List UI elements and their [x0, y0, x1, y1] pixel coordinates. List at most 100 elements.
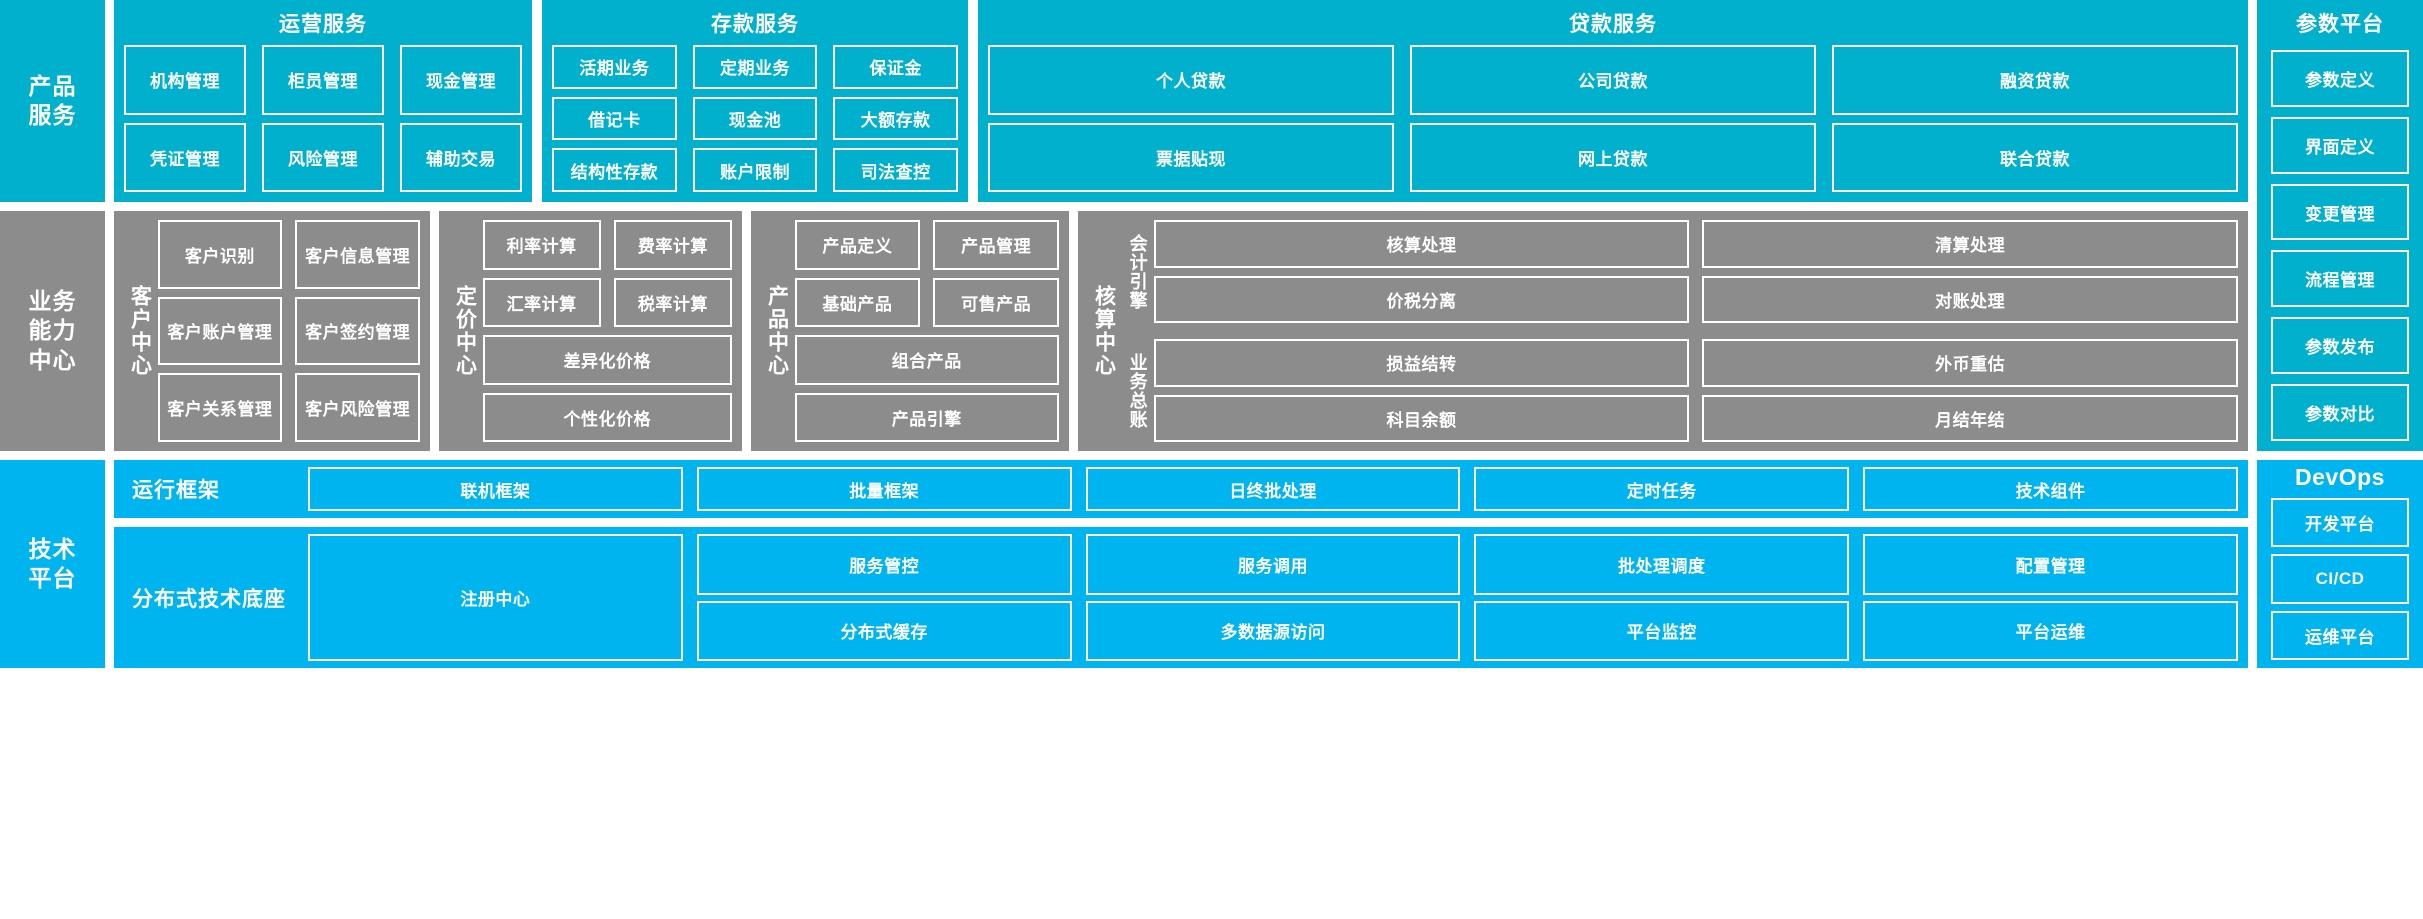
service-item[interactable]: 柜员管理	[262, 45, 384, 115]
parameter-item[interactable]: 参数发布	[2271, 317, 2409, 375]
capability-item[interactable]: 可售产品	[933, 277, 1059, 327]
panel-parameter-platform: 参数平台 参数定义 界面定义 变更管理 流程管理 参数发布 参数对比	[2257, 0, 2423, 451]
service-item[interactable]: 风险管理	[262, 122, 384, 192]
parameter-item[interactable]: 流程管理	[2271, 250, 2409, 308]
capability-item[interactable]: 科目余额	[1153, 394, 1690, 442]
parameter-platform-title: 参数平台	[2296, 13, 2384, 36]
parameter-item[interactable]: 界面定义	[2271, 116, 2409, 174]
distributed-foundation-items: 注册中心 服务管控 服务调用 批处理调度 配置管理 分布式缓存 多数据源访问 平…	[308, 534, 2238, 661]
capability-item[interactable]: 客户签约管理	[295, 296, 420, 366]
business-ledger-grid: 损益结转 外币重估 科目余额 月结年结	[1153, 339, 2238, 442]
strip-runtime-framework: 运行框架 联机框架 批量框架 日终批处理 定时任务 技术组件	[114, 460, 2248, 518]
parameter-item[interactable]: 变更管理	[2271, 183, 2409, 241]
tech-item[interactable]: 技术组件	[1863, 467, 2238, 511]
tech-item[interactable]: 配置管理	[1863, 534, 2238, 595]
capability-item[interactable]: 产品定义	[794, 220, 921, 270]
service-item[interactable]: 保证金	[833, 45, 958, 89]
service-item[interactable]: 结构性存款	[552, 148, 677, 192]
service-item[interactable]: 账户限制	[692, 148, 818, 192]
rail-label-product-services: 产品服务	[28, 72, 77, 128]
parameter-item[interactable]: 参数定义	[2271, 50, 2409, 107]
service-item[interactable]: 公司贷款	[1410, 45, 1816, 115]
devops-item[interactable]: 开发平台	[2271, 498, 2409, 548]
tech-item[interactable]: 平台运维	[1863, 600, 2238, 661]
runtime-framework-items: 联机框架 批量框架 日终批处理 定时任务 技术组件	[308, 467, 2238, 511]
capability-item[interactable]: 产品管理	[933, 220, 1059, 270]
group-operation-services: 运营服务 机构管理 柜员管理 现金管理 凭证管理 风险管理 辅助交易	[114, 0, 532, 202]
center-pricing: 定价中心 利率计算 费率计算 汇率计算 税率计算 差异化价格 个性化价格	[439, 211, 742, 451]
tech-item[interactable]: 定时任务	[1474, 467, 1850, 511]
capability-item[interactable]: 核算处理	[1153, 220, 1690, 268]
technology-platform-strips: 运行框架 联机框架 批量框架 日终批处理 定时任务 技术组件 分布式技术底座 注…	[114, 460, 2248, 668]
capability-item[interactable]: 对账处理	[1702, 275, 2238, 323]
layer-technology-platform: 技术平台 运行框架 联机框架 批量框架 日终批处理 定时任务 技术组件 分布式技…	[0, 460, 2423, 668]
service-item[interactable]: 网上贷款	[1410, 122, 1816, 192]
tech-item[interactable]: 批处理调度	[1474, 534, 1850, 595]
service-item[interactable]: 定期业务	[692, 45, 818, 89]
service-item[interactable]: 辅助交易	[400, 122, 522, 192]
tech-item[interactable]: 多数据源访问	[1085, 600, 1461, 661]
strip-distributed-foundation: 分布式技术底座 注册中心 服务管控 服务调用 批处理调度 配置管理 分布式缓存 …	[114, 527, 2248, 668]
capability-item[interactable]: 基础产品	[794, 277, 921, 327]
service-item[interactable]: 大额存款	[833, 96, 958, 141]
center-accounting: 核算中心 会计引擎 核算处理 清算处理 价税分离 对账处理 业务总账	[1078, 211, 2248, 451]
devops-item[interactable]: 运维平台	[2271, 610, 2409, 660]
capability-item[interactable]: 个性化价格	[482, 392, 732, 442]
capability-item[interactable]: 客户账户管理	[157, 296, 283, 366]
service-item[interactable]: 现金管理	[400, 45, 522, 115]
capability-item[interactable]: 损益结转	[1153, 339, 1690, 387]
capability-item[interactable]: 客户信息管理	[295, 220, 420, 289]
tech-item[interactable]: 批量框架	[696, 467, 1072, 511]
layer-business-capability: 业务能力中心 客户中心 客户识别 客户信息管理 客户账户管理 客户签约管理 客户…	[0, 211, 2423, 451]
accounting-center-body: 会计引擎 核算处理 清算处理 价税分离 对账处理 业务总账 损益结转 外币重估	[1122, 220, 2238, 442]
capability-item[interactable]: 利率计算	[482, 220, 601, 270]
tech-item[interactable]: 分布式缓存	[696, 600, 1072, 661]
service-item[interactable]: 票据贴现	[988, 122, 1394, 192]
business-capability-centers: 客户中心 客户识别 客户信息管理 客户账户管理 客户签约管理 客户关系管理 客户…	[114, 211, 2248, 451]
subgroup-label-accounting-engine: 会计引擎	[1127, 233, 1148, 310]
capability-item[interactable]: 组合产品	[794, 335, 1059, 385]
capability-item[interactable]: 费率计算	[613, 220, 732, 270]
capability-item[interactable]: 价税分离	[1153, 275, 1690, 323]
center-label-accounting: 核算中心	[1092, 285, 1116, 377]
capability-item[interactable]: 客户关系管理	[157, 373, 283, 442]
capability-item[interactable]: 客户风险管理	[295, 373, 420, 442]
capability-item[interactable]: 清算处理	[1702, 220, 2238, 268]
strip-label-distributed-foundation: 分布式技术底座	[132, 587, 286, 611]
service-item[interactable]: 个人贷款	[988, 45, 1394, 115]
group-title-loan-services: 贷款服务	[1569, 13, 1657, 36]
tech-item[interactable]: 联机框架	[308, 467, 683, 511]
capability-item[interactable]: 产品引擎	[794, 392, 1059, 442]
parameter-item[interactable]: 参数对比	[2271, 384, 2409, 441]
devops-title: DevOps	[2295, 464, 2385, 490]
capability-item[interactable]: 客户识别	[157, 220, 283, 289]
service-item[interactable]: 现金池	[692, 96, 818, 141]
tech-item[interactable]: 平台监控	[1474, 600, 1850, 661]
layer-product-services: 产品服务 运营服务 机构管理 柜员管理 现金管理 凭证管理 风险管理 辅助交易 …	[0, 0, 2423, 451]
service-item[interactable]: 司法查控	[833, 148, 958, 192]
devops-item[interactable]: CI/CD	[2271, 554, 2409, 604]
tech-item[interactable]: 服务管控	[696, 534, 1072, 595]
capability-item[interactable]: 差异化价格	[482, 335, 732, 385]
service-item[interactable]: 借记卡	[552, 96, 677, 141]
loan-services-grid: 个人贷款 公司贷款 融资贷款 票据贴现 网上贷款 联合贷款	[988, 45, 2238, 192]
center-label-customer: 客户中心	[128, 285, 152, 377]
rail-product-services: 产品服务	[0, 0, 105, 202]
product-center-grid: 产品定义 产品管理 基础产品 可售产品 组合产品 产品引擎	[794, 220, 1059, 442]
capability-item[interactable]: 汇率计算	[482, 277, 601, 327]
accounting-subgroup-ledger: 业务总账 损益结转 外币重估 科目余额 月结年结	[1122, 339, 2238, 442]
capability-item[interactable]: 月结年结	[1702, 394, 2238, 442]
service-item[interactable]: 联合贷款	[1832, 122, 2238, 192]
operation-services-grid: 机构管理 柜员管理 现金管理 凭证管理 风险管理 辅助交易	[124, 45, 522, 192]
tech-item-registry[interactable]: 注册中心	[308, 534, 683, 661]
service-item[interactable]: 机构管理	[124, 45, 246, 115]
tech-item[interactable]: 服务调用	[1085, 534, 1461, 595]
tech-item[interactable]: 日终批处理	[1085, 467, 1461, 511]
service-item[interactable]: 融资贷款	[1832, 45, 2238, 115]
capability-item[interactable]: 税率计算	[613, 277, 732, 327]
service-item[interactable]: 凭证管理	[124, 122, 246, 192]
service-item[interactable]: 活期业务	[552, 45, 677, 89]
accounting-engine-grid: 核算处理 清算处理 价税分离 对账处理	[1153, 220, 2238, 323]
capability-item[interactable]: 外币重估	[1702, 339, 2238, 387]
rail-technology-platform: 技术平台	[0, 460, 105, 668]
